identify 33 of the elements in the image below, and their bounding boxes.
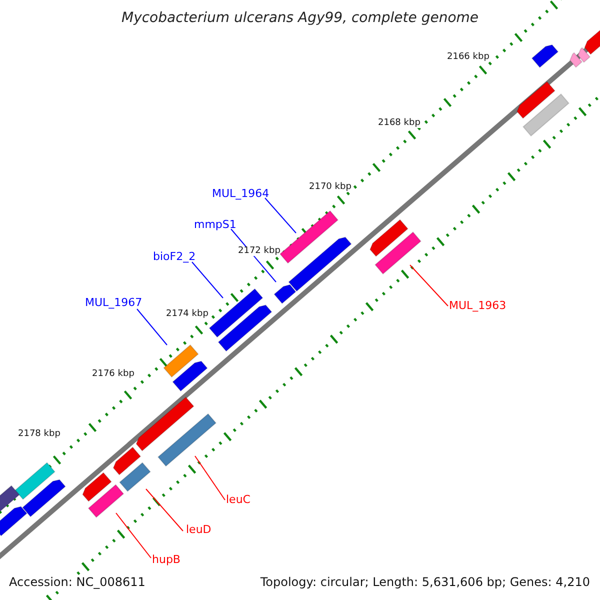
gene-label: MUL_1967 (85, 297, 142, 308)
tick-label: 2170 kbp (309, 183, 352, 192)
gene-label: leuC (226, 494, 250, 505)
gene-block (208, 288, 264, 338)
tick-label: 2176 kbp (92, 370, 134, 379)
leader-line (136, 308, 168, 346)
gene-block (163, 344, 199, 378)
gene-block (157, 413, 217, 467)
gene-label: mmpS1 (194, 219, 236, 230)
title: Mycobacterium ulcerans Agy99, complete genome (120, 11, 480, 25)
gene-label: MUL_1963 (449, 300, 506, 311)
leader-line (146, 488, 184, 532)
leader-line (192, 262, 224, 298)
gene-label: leuD (186, 524, 212, 535)
leader-line (194, 456, 226, 500)
tick-label: 2168 kbp (378, 119, 420, 128)
gene-label: MUL_1964 (212, 188, 270, 199)
gene-block (119, 462, 151, 492)
summary-text: Topology: circular; Length: 5,631,606 bp; Genes: 4,210 (260, 576, 590, 588)
gene-label: bioF2_2 (153, 251, 196, 262)
tick-label: 2172 kbp (238, 247, 280, 256)
tick-label: 2166 kbp (447, 53, 490, 62)
gene-block (374, 231, 422, 275)
leader-line (410, 264, 448, 306)
gene-block (279, 210, 339, 264)
accession-text: Accession: NC_008611 (9, 576, 146, 588)
gene-label: hupB (152, 554, 180, 565)
tick-label: 2178 kbp (18, 430, 60, 439)
tick-label: 2174 kbp (166, 310, 208, 319)
gene-block (274, 284, 296, 304)
leader-line (116, 512, 152, 558)
leader-line (264, 198, 296, 234)
gene-block (88, 484, 124, 518)
